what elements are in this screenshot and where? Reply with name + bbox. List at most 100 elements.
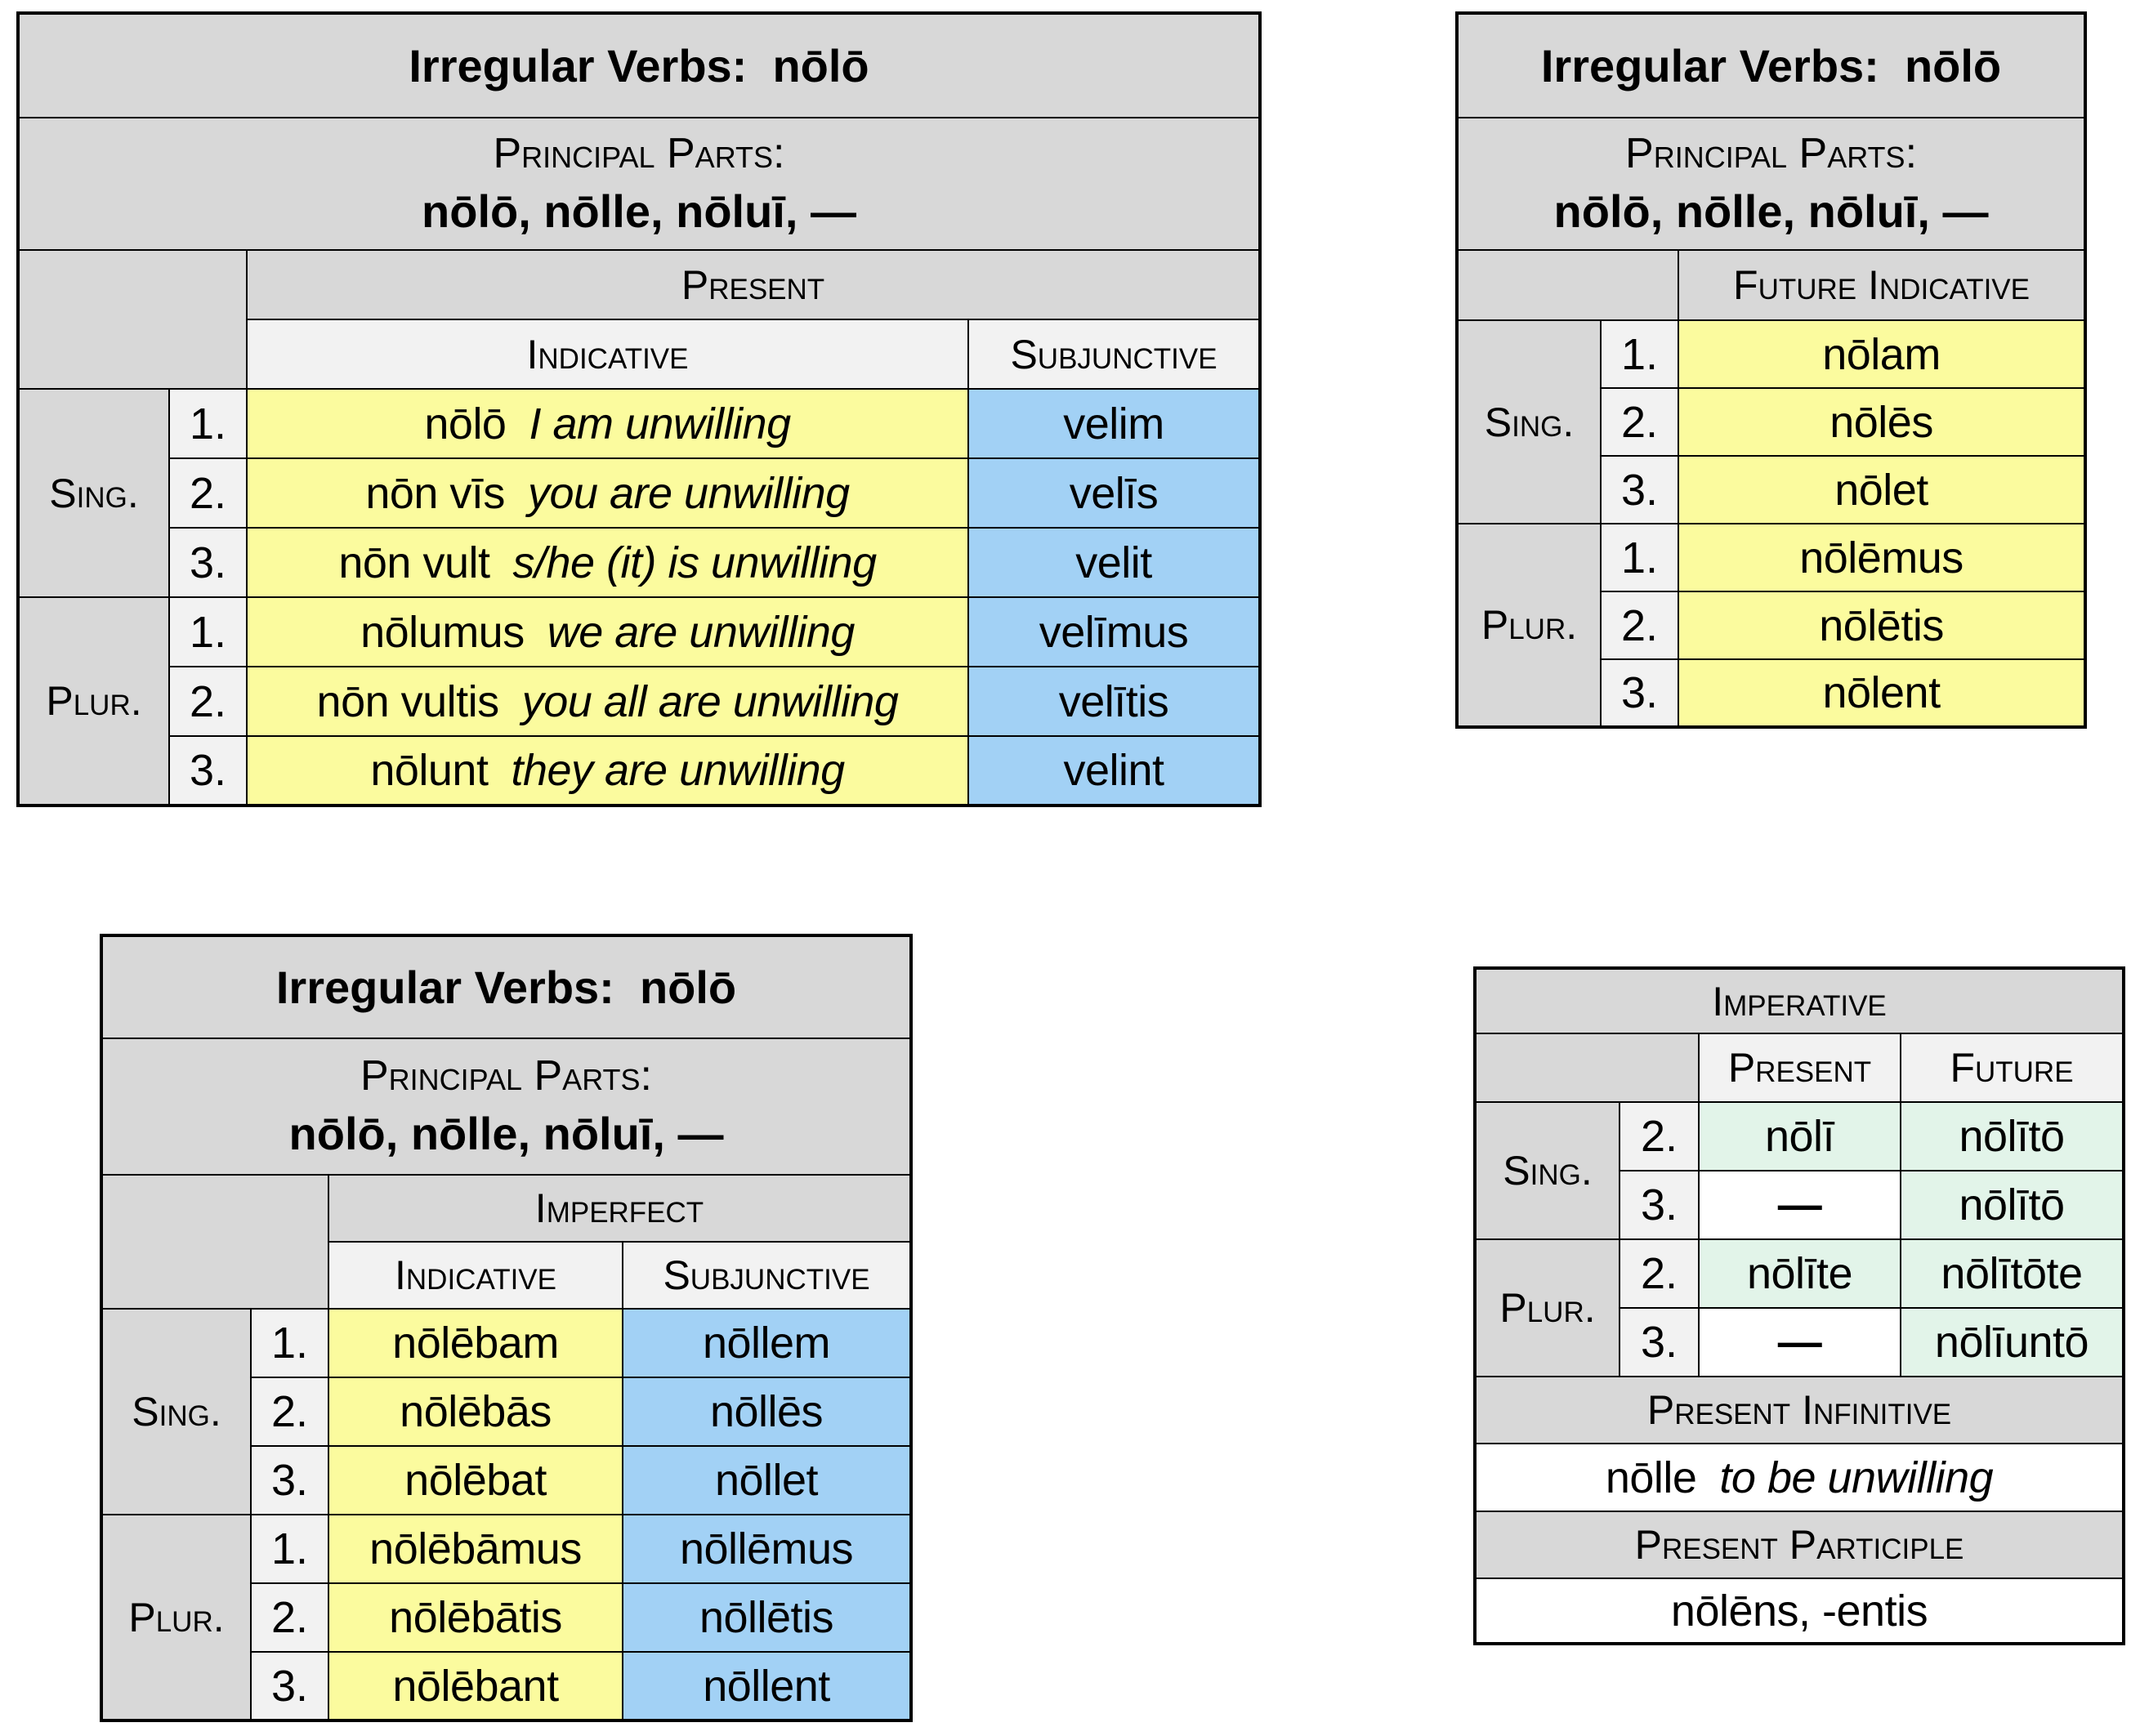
mood-header-indicative: Indicative bbox=[246, 319, 969, 390]
subjunctive-form-cell: velint bbox=[967, 735, 1262, 806]
person-label-plural: Plur. bbox=[1474, 1238, 1620, 1377]
person-label-plural: Plur. bbox=[101, 1514, 252, 1721]
person-number: 2. bbox=[1619, 1238, 1700, 1309]
principal-parts-forms: nōlō, nōlle, nōluī, — bbox=[1553, 185, 1989, 237]
mood-header-indicative: Indicative bbox=[328, 1241, 623, 1310]
table-row: 3. nōlēbant nōllent bbox=[101, 1651, 913, 1721]
principal-parts-forms: nōlō, nōlle, nōluī, — bbox=[422, 185, 856, 237]
indicative-form-cell: nōlēbās bbox=[328, 1377, 623, 1447]
subjunctive-form-cell: velim bbox=[967, 388, 1262, 459]
corner-cell bbox=[101, 1174, 329, 1310]
english-translation: you all are unwilling bbox=[521, 676, 899, 726]
indicative-form-cell: nōlēbant bbox=[328, 1651, 623, 1721]
person-number: 2. bbox=[1619, 1101, 1700, 1171]
person-number: 3. bbox=[168, 735, 248, 806]
english-translation: we are unwilling bbox=[547, 607, 856, 657]
indicative-form-cell: nōlunt they are unwilling bbox=[246, 735, 969, 806]
english-translation: I am unwilling bbox=[529, 399, 791, 449]
principal-parts-label: Principal Parts: bbox=[1625, 129, 1918, 177]
subjunctive-form-cell: velit bbox=[967, 527, 1262, 598]
indicative-form-cell: nōlēbat bbox=[328, 1445, 623, 1515]
person-number: 3. bbox=[1619, 1307, 1700, 1377]
latin-form: nōn vultis bbox=[316, 676, 500, 726]
subjunctive-form-cell: nōllem bbox=[621, 1308, 913, 1378]
subjunctive-form-cell: velītis bbox=[967, 666, 1262, 737]
corner-cell bbox=[17, 249, 248, 390]
subjunctive-form-cell: nōllētis bbox=[621, 1582, 913, 1653]
english-translation: to be unwilling bbox=[1719, 1453, 1994, 1502]
table-row: Sing. 1. nōlēbam nōllem bbox=[101, 1308, 913, 1515]
person-number: 2. bbox=[168, 666, 248, 737]
person-number: 1. bbox=[250, 1308, 329, 1378]
subjunctive-form-cell: nōllēs bbox=[621, 1377, 913, 1447]
english-translation: they are unwilling bbox=[511, 746, 845, 795]
person-number: 2. bbox=[168, 457, 248, 529]
present-imperative-cell: nōlī bbox=[1698, 1101, 1901, 1171]
person-number: 3. bbox=[250, 1445, 329, 1515]
present-participle-header: Present Participle bbox=[1474, 1511, 2124, 1579]
indicative-form-cell: nōn vīs you are unwilling bbox=[246, 457, 969, 529]
latin-form: nōlumus bbox=[360, 607, 525, 657]
person-label-singular: Sing. bbox=[1474, 1101, 1620, 1240]
person-label-singular: Sing. bbox=[17, 388, 170, 598]
principal-parts-cell: Principal Parts: nōlō, nōlle, nōluī, — bbox=[16, 117, 1262, 251]
table-row: 2. nōlēbās nōllēs bbox=[101, 1377, 913, 1447]
latin-form: nōn vīs bbox=[365, 468, 505, 518]
future-imperative-cell: nōlītōte bbox=[1900, 1238, 2124, 1309]
person-number: 3. bbox=[168, 527, 248, 598]
corner-cell bbox=[1474, 1033, 1700, 1103]
principal-parts-cell: Principal Parts: nōlō, nōlle, nōluī, — bbox=[100, 1038, 913, 1176]
tense-header: Future Indicative bbox=[1677, 249, 2087, 321]
table-row: 2. nōlēbātis nōllētis bbox=[101, 1582, 913, 1653]
person-label-singular: Sing. bbox=[101, 1308, 252, 1515]
table-row: 3. — nōlīuntō bbox=[1475, 1307, 2124, 1377]
present-infinitive-header: Present Infinitive bbox=[1474, 1376, 2124, 1444]
future-imperative-cell: nōlīuntō bbox=[1900, 1307, 2124, 1377]
table-row: Sing. 1. nōlam bbox=[1456, 319, 2087, 524]
person-number: 2. bbox=[1600, 387, 1679, 457]
person-number: 1. bbox=[250, 1514, 329, 1584]
person-label-singular: Sing. bbox=[1456, 319, 1602, 524]
tense-header-present: Present bbox=[1698, 1033, 1901, 1103]
table-row: Plur. 1. nōlēbāmus nōllēmus bbox=[101, 1514, 913, 1721]
tense-header: Imperfect bbox=[327, 1174, 913, 1243]
table-row: 3. nōlunt they are unwilling velint bbox=[18, 735, 1262, 806]
table-row: Plur. 1. nōlumus we are unwilling velīmus bbox=[17, 596, 1262, 806]
corner-cell bbox=[1456, 249, 1679, 321]
imperative-header: Imperative bbox=[1474, 967, 2124, 1034]
indicative-form-cell: nōlēbātis bbox=[328, 1582, 623, 1653]
present-imperative-cell-empty: — bbox=[1698, 1307, 1901, 1377]
future-form-cell: nōlētis bbox=[1677, 591, 2087, 660]
table-row: 2. nōn vīs you are unwilling velīs bbox=[18, 457, 1262, 529]
subjunctive-form-cell: velīmus bbox=[967, 596, 1262, 667]
mood-header-subjunctive: Subjunctive bbox=[621, 1241, 913, 1310]
tense-header-future: Future bbox=[1900, 1033, 2124, 1103]
person-number: 2. bbox=[250, 1377, 329, 1447]
table-row: 3. nōlet bbox=[1457, 455, 2087, 524]
table-row: 2. nōlētis bbox=[1457, 591, 2087, 660]
person-number: 3. bbox=[1619, 1170, 1700, 1240]
subjunctive-form-cell: velīs bbox=[967, 457, 1262, 529]
future-form-cell: nōlet bbox=[1677, 455, 2087, 524]
person-number: 1. bbox=[168, 596, 248, 667]
person-label-plural: Plur. bbox=[17, 596, 170, 806]
latin-form: nōn vult bbox=[338, 538, 490, 587]
person-number: 2. bbox=[1600, 591, 1679, 660]
latin-form: nōlle bbox=[1605, 1453, 1697, 1502]
latin-form: nōlunt bbox=[370, 746, 489, 795]
table-row: Plur. 1. nōlēmus bbox=[1456, 523, 2087, 728]
table-future-indicative: Irregular Verbs: nōlō Principal Parts: n… bbox=[1455, 11, 2088, 729]
person-number: 1. bbox=[1600, 523, 1679, 592]
person-number: 3. bbox=[1600, 455, 1679, 524]
table-imperative: Imperative Present Future Sing. 2. nōlī … bbox=[1473, 966, 2125, 1645]
table-row: Sing. 2. nōlī nōlītō bbox=[1474, 1101, 2124, 1240]
table-present: Irregular Verbs: nōlō Principal Parts: n… bbox=[16, 11, 1262, 807]
english-translation: you are unwilling bbox=[527, 468, 850, 518]
indicative-form-cell: nōlēbāmus bbox=[328, 1514, 623, 1584]
present-infinitive-cell: nōlle to be unwilling bbox=[1474, 1443, 2124, 1512]
